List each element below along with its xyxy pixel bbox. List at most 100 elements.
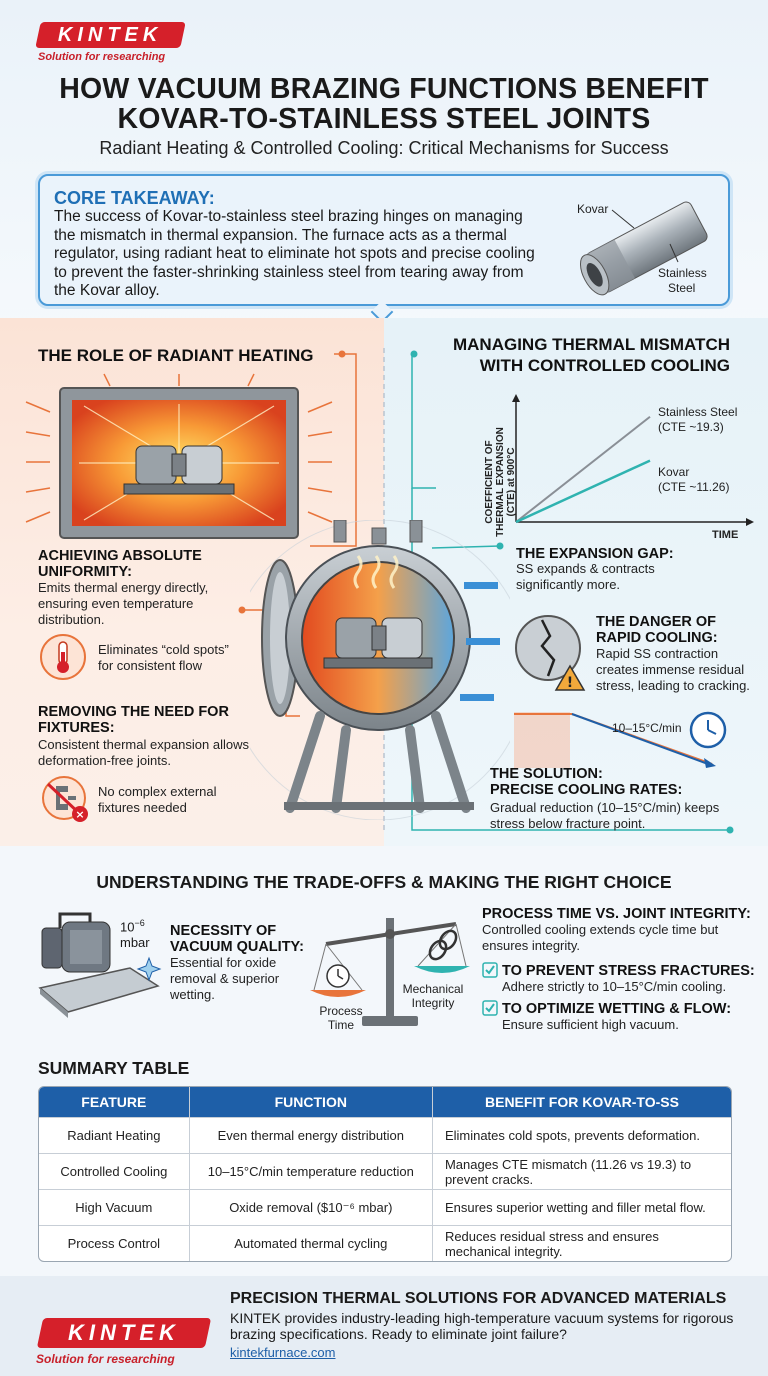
summary-table: FEATURE FUNCTION BENEFIT FOR KOVAR-TO-SS… xyxy=(38,1086,732,1262)
chart-ylabel-3: (CTE) at 900°C xyxy=(506,447,517,516)
table-cell: Reduces residual stress and ensures mech… xyxy=(431,1225,731,1261)
footer-kintek-logo[interactable]: KINTEK xyxy=(36,1318,212,1348)
gap-heading: THE EXPANSION GAP: xyxy=(516,546,674,562)
takeaway-heading: CORE TAKEAWAY: xyxy=(54,188,215,208)
vacuum-furnace-illustration xyxy=(250,520,510,820)
series-stainless-steel-label: Stainless Steel xyxy=(658,405,737,419)
danger-heading-line1: THE DANGER OF xyxy=(596,614,717,630)
table-cell: High Vacuum xyxy=(39,1189,189,1225)
scale-left-line2: Time xyxy=(327,1018,355,1032)
solution-heading: THE SOLUTION: PRECISE COOLING RATES: xyxy=(490,766,682,798)
table-row: High Vacuum Oxide removal ($10⁻⁶ mbar) E… xyxy=(39,1189,731,1225)
scale-right-label: Mechanical Integrity xyxy=(398,982,468,1010)
table-cell: Radiant Heating xyxy=(39,1117,189,1153)
vacuum-heading-line1: NECESSITY OF xyxy=(170,923,277,939)
cold-spots-note: Eliminates “cold spots” for consistent f… xyxy=(98,642,229,674)
cooling-rate-label: 10–15°C/min xyxy=(612,721,682,735)
check2-heading: TO OPTIMIZE WETTING & FLOW: xyxy=(502,1001,732,1017)
table-cell: Even thermal energy distribution xyxy=(188,1117,432,1153)
no-clamp-icon: × xyxy=(42,776,88,822)
takeaway-body: The success of Kovar-to-stainless steel … xyxy=(54,208,535,299)
fixtures-heading: REMOVING THE NEED FOR FIXTURES: xyxy=(38,704,229,736)
balance-scale-illustration xyxy=(310,918,470,1026)
tradeoffs-heading: UNDERSTANDING THE TRADE-OFFS & MAKING TH… xyxy=(96,872,672,892)
table-cell: Process Control xyxy=(39,1225,189,1261)
scale-right-line1: Mechanical xyxy=(402,982,464,996)
footer-website-link[interactable]: kintekfurnace.com xyxy=(230,1345,336,1360)
vacuum-pump-illustration xyxy=(38,912,162,1018)
chart-ylabel-2: THERMAL EXPANSION xyxy=(495,427,506,537)
page-subtitle: Radiant Heating & Controlled Cooling: Cr… xyxy=(99,138,669,158)
pressure-unit: mbar xyxy=(120,935,150,951)
ss-label-1: Stainless xyxy=(658,266,707,280)
no-fixtures-line2: fixtures needed xyxy=(98,800,187,815)
radiant-chamber-illustration xyxy=(25,373,333,539)
cooling-rate-graphic xyxy=(514,711,727,768)
series-kovar-note: (CTE ~11.26) xyxy=(658,480,729,494)
series-stainless-steel-note: (CTE ~19.3) xyxy=(658,420,724,434)
check-icon xyxy=(482,962,498,978)
table-row: Process Control Automated thermal cyclin… xyxy=(39,1225,731,1261)
footer-logo-text: KINTEK xyxy=(68,1320,180,1345)
cte-chart: COEFFICIENT OF THERMAL EXPANSION (CTE) a… xyxy=(484,394,754,541)
summary-heading: SUMMARY TABLE xyxy=(38,1058,190,1078)
logo-tagline: Solution for researching xyxy=(38,51,166,63)
chart-xlabel: TIME xyxy=(712,529,738,541)
solution-body: Gradual reduction (10–15°C/min) keeps st… xyxy=(490,800,720,831)
process-time-body: Controlled cooling extends cycle time bu… xyxy=(482,922,719,953)
table-cell: 10–15°C/min temperature reduction xyxy=(188,1153,432,1189)
table-header-cell: BENEFIT FOR KOVAR-TO-SS xyxy=(431,1087,731,1117)
table-header-cell: FUNCTION xyxy=(188,1087,432,1117)
footer-title: PRECISION THERMAL SOLUTIONS FOR ADVANCED… xyxy=(230,1290,727,1307)
danger-heading-line2: RAPID COOLING: xyxy=(596,630,718,646)
table-row: Radiant Heating Even thermal energy dist… xyxy=(39,1117,731,1153)
thermometer-icon xyxy=(40,634,86,680)
table-cell: Eliminates cold spots, prevents deformat… xyxy=(431,1117,731,1153)
solution-heading-line1: THE SOLUTION: xyxy=(490,766,603,782)
cooling-heading-line1: MANAGING THERMAL MISMATCH xyxy=(452,335,730,354)
table-cell: Automated thermal cycling xyxy=(188,1225,432,1261)
scale-right-line2: Integrity xyxy=(411,996,455,1010)
table-cell: Manages CTE mismatch (11.26 vs 19.3) to … xyxy=(431,1153,731,1189)
fixtures-heading-line1: REMOVING THE NEED FOR xyxy=(38,704,229,720)
svg-text:×: × xyxy=(75,808,84,821)
uniformity-body: Emits thermal energy directly, ensuring … xyxy=(38,580,209,627)
gap-body: SS expands & contracts significantly mor… xyxy=(516,561,655,592)
crack-warning-icon: ! xyxy=(515,615,586,691)
danger-heading: THE DANGER OF RAPID COOLING: xyxy=(596,614,718,646)
kintek-logo[interactable]: KINTEK xyxy=(35,22,186,48)
scale-left-line1: Process xyxy=(319,1004,363,1018)
vacuum-body: Essential for oxide removal & superior w… xyxy=(170,955,280,1002)
page-title-line2: KOVAR-TO-STAINLESS STEEL JOINTS xyxy=(117,103,651,135)
uniformity-heading-line1: ACHIEVING ABSOLUTE xyxy=(38,548,202,564)
fixtures-heading-line2: FIXTURES: xyxy=(38,720,115,736)
pressure-base: 10 xyxy=(120,919,135,935)
ss-label-2: Steel xyxy=(668,281,696,295)
no-fixtures-line1: No complex external xyxy=(98,784,217,799)
table-header-cell: FEATURE xyxy=(39,1087,189,1117)
cold-spots-line1: Eliminates “cold spots” xyxy=(98,642,229,657)
cooling-heading: MANAGING THERMAL MISMATCH WITH CONTROLLE… xyxy=(436,334,730,376)
pressure-readout: 10−6 mbar xyxy=(120,915,150,951)
svg-text:!: ! xyxy=(567,675,573,691)
check1-heading: TO PREVENT STRESS FRACTURES: xyxy=(502,963,755,979)
table-row: Controlled Cooling 10–15°C/min temperatu… xyxy=(39,1153,731,1189)
footer-logo-tagline: Solution for researching xyxy=(36,1352,175,1366)
process-time-heading: PROCESS TIME VS. JOINT INTEGRITY: xyxy=(482,906,751,922)
vacuum-heading-line2: VACUUM QUALITY: xyxy=(170,939,304,955)
scale-left-label: Process Time xyxy=(318,1004,364,1032)
page-title-line1: HOW VACUUM BRAZING FUNCTIONS BENEFIT xyxy=(59,73,709,105)
pressure-exponent: −6 xyxy=(134,918,145,928)
logo-text: KINTEK xyxy=(58,23,163,46)
cold-spots-line2: for consistent flow xyxy=(98,658,203,673)
no-fixtures-note: No complex external fixtures needed xyxy=(98,784,217,816)
table-cell: Ensures superior wetting and filler meta… xyxy=(431,1189,731,1225)
uniformity-heading: ACHIEVING ABSOLUTE UNIFORMITY: xyxy=(38,548,202,580)
check2-body: Ensure sufficient high vacuum. xyxy=(502,1017,679,1032)
uniformity-heading-line2: UNIFORMITY: xyxy=(38,564,132,580)
series-stainless-steel-line xyxy=(515,415,651,523)
series-kovar-line xyxy=(515,459,651,524)
series-kovar-label: Kovar xyxy=(658,465,689,479)
radiant-heading: THE ROLE OF RADIANT HEATING xyxy=(38,346,314,365)
check-icon xyxy=(482,1000,498,1016)
